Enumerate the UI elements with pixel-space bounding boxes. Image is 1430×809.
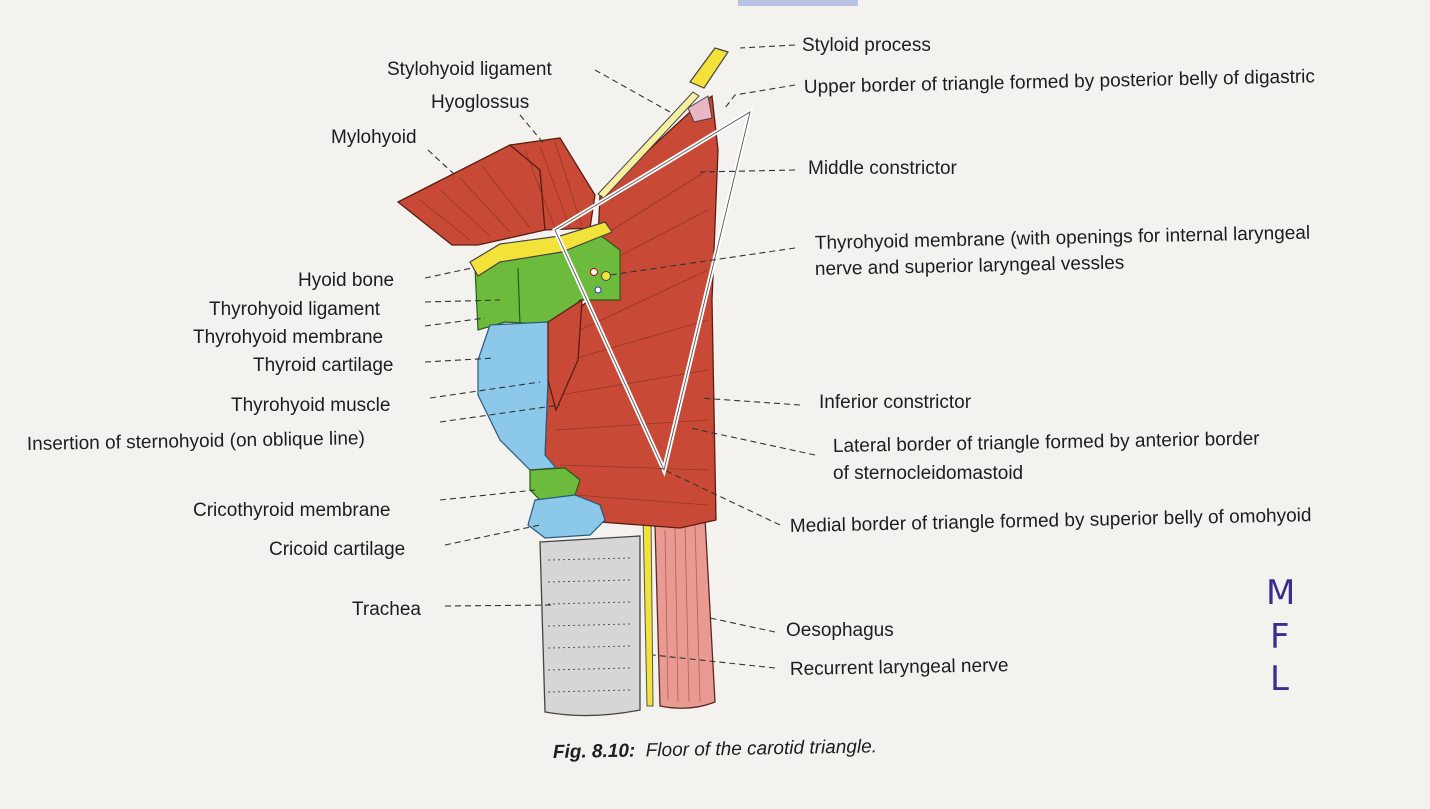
- label-cricothyroid-membrane: Cricothyroid membrane: [193, 500, 390, 521]
- diagram-labels: Styloid process Stylohyoid ligament Uppe…: [27, 35, 1315, 680]
- leader-lines: [424, 44, 816, 669]
- constrictor-fibers: [554, 139, 709, 506]
- label-trachea: Trachea: [352, 599, 421, 620]
- label-hyoid-bone: Hyoid bone: [298, 270, 394, 291]
- styloid-process-shape: [689, 47, 729, 89]
- recurrent-laryngeal-nerve-shape: [642, 514, 654, 707]
- thyrohyoid-muscle-shape: [547, 298, 583, 412]
- mylohyoid-shape: [396, 144, 546, 246]
- label-cricoid-cartilage: Cricoid cartilage: [269, 539, 405, 560]
- label-recurrent-laryngeal-nerve: Recurrent laryngeal nerve: [790, 655, 1009, 680]
- handwritten-notes: M F L: [1266, 573, 1295, 699]
- membrane-openings: [590, 268, 611, 294]
- hyoglossus-fibers: [524, 141, 583, 229]
- cricoid-cartilage-shape: [527, 494, 606, 539]
- label-thyrohyoid-muscle: Thyrohyoid muscle: [231, 395, 390, 416]
- handwritten-letter-m: M: [1266, 573, 1295, 613]
- label-thyrohyoid-ligament: Thyrohyoid ligament: [209, 299, 381, 320]
- label-lateral-border-line2: of sternocleidomastoid: [833, 463, 1023, 484]
- oesophagus-shape: [654, 517, 716, 709]
- figure-caption: Fig. 8.10: Floor of the carotid triangle…: [553, 736, 877, 763]
- label-thyrohyoid-membrane-openings-line1: Thyrohyoid membrane (with openings for i…: [815, 223, 1311, 254]
- label-thyrohyoid-membrane-openings-line2: nerve and superior laryngeal vessles: [815, 253, 1125, 280]
- figure-number: Fig. 8.10:: [553, 741, 636, 763]
- carotid-triangle-outline-edge: [554, 111, 751, 472]
- figure-caption-text: Floor of the carotid triangle.: [646, 736, 878, 761]
- handwritten-letter-l: L: [1270, 659, 1289, 699]
- label-stylohyoid-ligament: Stylohyoid ligament: [387, 59, 552, 80]
- label-styloid-process: Styloid process: [802, 35, 931, 56]
- label-lateral-border-line1: Lateral border of triangle formed by ant…: [833, 429, 1261, 457]
- page-top-edge-strip: [738, 0, 858, 6]
- trachea-rings: [547, 557, 631, 693]
- handwritten-letter-f: F: [1270, 617, 1290, 657]
- trachea-shape: [539, 535, 641, 717]
- label-hyoglossus: Hyoglossus: [431, 92, 529, 113]
- mylohyoid-fibers: [419, 165, 531, 241]
- label-medial-border: Medial border of triangle formed by supe…: [790, 505, 1312, 537]
- thyrohyoid-ligament-line: [517, 267, 521, 326]
- hyoid-horn-tip: [687, 95, 713, 123]
- label-mylohyoid: Mylohyoid: [331, 127, 417, 148]
- label-inferior-constrictor: Inferior constrictor: [819, 392, 972, 413]
- anatomy-illustration: [396, 47, 754, 717]
- stylohyoid-ligament-shape: [597, 91, 700, 199]
- label-upper-border: Upper border of triangle formed by poste…: [804, 66, 1315, 98]
- label-oesophagus: Oesophagus: [786, 620, 894, 641]
- label-middle-constrictor: Middle constrictor: [808, 158, 958, 179]
- label-thyrohyoid-membrane: Thyrohyoid membrane: [193, 327, 383, 348]
- oesophagus-fibers: [664, 523, 701, 703]
- hyoid-bone-shape: [469, 221, 613, 277]
- label-thyroid-cartilage: Thyroid cartilage: [253, 355, 393, 376]
- label-insertion-sternohyoid: Insertion of sternohyoid (on oblique lin…: [27, 428, 365, 455]
